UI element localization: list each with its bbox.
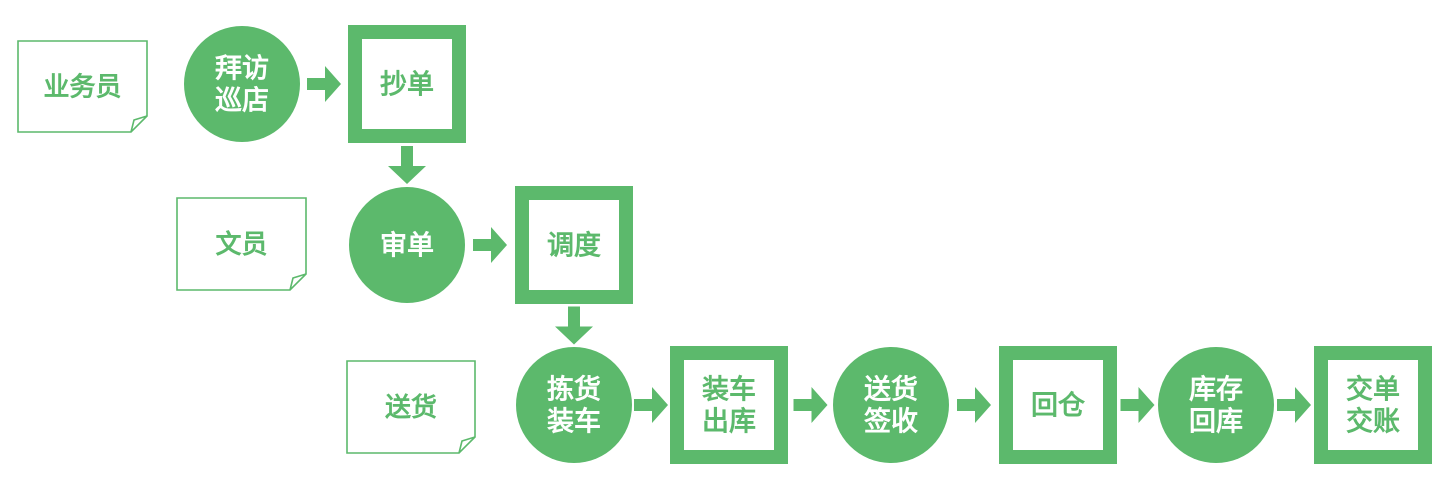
arrow-deliver-sign-to-return-warehouse: [957, 387, 991, 423]
node-label-line: 签收: [864, 406, 918, 438]
node-square: [348, 25, 466, 143]
node-square: [999, 346, 1117, 464]
arrow-visit-store-to-copy-order: [307, 66, 341, 102]
node-circle: [1158, 347, 1274, 463]
node-square: [670, 346, 788, 464]
arrow-dispatch-to-pick-load: [555, 306, 593, 345]
arrow-return-warehouse-to-stock-return: [1120, 387, 1155, 423]
node-label-line: 审单: [380, 230, 434, 262]
node-label-line: 交单: [1346, 374, 1400, 406]
note-fold: [458, 436, 476, 454]
node-label-line: 库存: [1189, 375, 1243, 406]
role-note-salesperson: 业务员: [17, 40, 148, 133]
node-square: [1314, 346, 1432, 464]
arrow-review-order-to-dispatch: [473, 227, 507, 263]
arrow-copy-order-to-review-order: [388, 146, 426, 184]
node-label-line: 装车: [547, 406, 601, 438]
node-label-line: 拜访: [215, 54, 269, 85]
node-circle: [349, 187, 465, 303]
note-outline: [346, 360, 476, 454]
node-label-line: 装车: [702, 374, 756, 406]
role-label: 送货: [385, 392, 437, 423]
node-label-line: 出库: [702, 407, 756, 438]
arrow-load-out-to-deliver-sign: [793, 387, 828, 423]
role-note-clerk: 文员: [176, 197, 307, 291]
node-label-line: 回仓: [1031, 391, 1086, 422]
node-label-line: 抄单: [380, 70, 434, 101]
node-label-line: 回库: [1189, 407, 1243, 438]
node-return-warehouse: 回仓: [999, 346, 1117, 464]
node-dispatch: 调度: [515, 186, 633, 304]
flow-nodes: 拜访巡店抄单审单调度拣货装车装车出库送货签收回仓库存回库交单交账: [184, 25, 1432, 464]
node-review-order: 审单: [349, 187, 465, 303]
node-label-line: 调度: [547, 230, 601, 262]
node-label-line: 交账: [1346, 406, 1400, 438]
arrow-stock-return-to-handover: [1277, 387, 1311, 423]
node-label-line: 巡店: [215, 86, 269, 117]
flow-arrows: [307, 66, 1311, 423]
node-circle: [833, 347, 949, 463]
note-outline: [176, 197, 307, 291]
node-circle: [184, 26, 300, 142]
node-circle: [516, 347, 632, 463]
role-label: 文员: [215, 229, 267, 260]
note-fold: [289, 273, 307, 291]
note-outline: [17, 40, 148, 133]
role-note-delivery: 送货: [346, 360, 476, 454]
arrow-pick-load-to-load-out: [634, 387, 668, 423]
node-square: [515, 186, 633, 304]
node-copy-order: 抄单: [348, 25, 466, 143]
note-fold: [130, 115, 148, 133]
node-label-line: 送货: [864, 374, 918, 406]
role-label: 业务员: [43, 73, 121, 103]
node-label-line: 拣货: [547, 374, 601, 406]
